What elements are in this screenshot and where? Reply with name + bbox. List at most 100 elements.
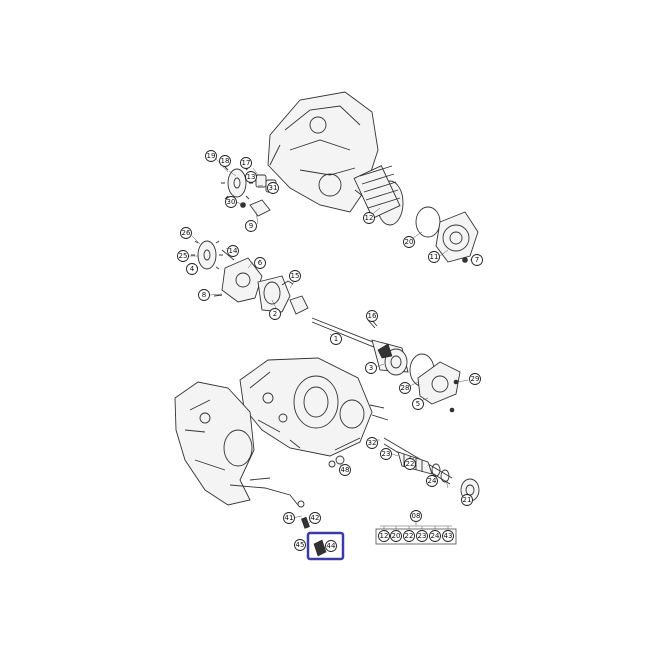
main-crankcase <box>239 357 389 457</box>
callout-32: 32 <box>366 437 378 449</box>
callout-22: 22 <box>404 458 416 470</box>
callout-16: 16 <box>366 310 378 322</box>
callout-48: 48 <box>339 464 351 476</box>
kit-item-23: 23 <box>416 530 428 542</box>
callout-19: 19 <box>205 150 217 162</box>
svg-text:48: 48 <box>341 466 350 474</box>
drain-plug-parts <box>297 455 345 557</box>
callout-6: 6 <box>254 257 266 269</box>
oil-pump-gear <box>191 240 235 270</box>
svg-text:4: 4 <box>190 265 195 273</box>
callout-24: 24 <box>426 475 438 487</box>
callout-8: 8 <box>198 289 210 301</box>
callout-14: 14 <box>227 245 239 257</box>
balancer-shaft <box>311 317 409 376</box>
callout-2: 2 <box>269 308 281 320</box>
svg-text:24: 24 <box>431 532 440 540</box>
svg-text:08: 08 <box>412 512 421 520</box>
svg-text:24: 24 <box>428 477 437 485</box>
clutch-cover-small <box>417 361 461 413</box>
svg-text:26: 26 <box>182 229 191 237</box>
kit-item-24: 24 <box>429 530 441 542</box>
callout-30: 30 <box>225 196 237 208</box>
svg-text:29: 29 <box>471 375 480 383</box>
svg-text:2: 2 <box>273 310 277 318</box>
svg-text:11: 11 <box>430 253 439 261</box>
callout-23: 23 <box>380 448 392 460</box>
oil-filter <box>353 165 404 226</box>
svg-text:7: 7 <box>475 256 479 264</box>
svg-text:44: 44 <box>327 542 336 550</box>
callout-41: 41 <box>283 512 295 524</box>
o-ring-large <box>415 206 441 238</box>
callout-26: 26 <box>180 227 192 239</box>
oil-pump-cover <box>213 257 263 303</box>
svg-text:15: 15 <box>291 272 300 280</box>
svg-text:20: 20 <box>392 532 401 540</box>
callout-18: 18 <box>219 155 231 167</box>
oil-pump-housing <box>257 275 309 315</box>
idler-gear <box>221 166 253 200</box>
callout-11: 11 <box>428 251 440 263</box>
svg-text:31: 31 <box>269 184 278 192</box>
svg-text:17: 17 <box>242 159 251 167</box>
svg-text:23: 23 <box>418 532 427 540</box>
callout-20: 20 <box>403 236 415 248</box>
callout-44: 44 <box>325 540 337 552</box>
svg-text:1: 1 <box>334 335 338 343</box>
svg-text:12: 12 <box>365 214 374 222</box>
kit-item-20: 20 <box>390 530 402 542</box>
svg-text:8: 8 <box>202 291 206 299</box>
svg-text:20: 20 <box>405 238 414 246</box>
svg-text:22: 22 <box>406 460 415 468</box>
callout-12: 12 <box>363 212 375 224</box>
callout-15: 15 <box>289 270 301 282</box>
callout-31: 31 <box>267 182 279 194</box>
callout-29: 29 <box>469 373 481 385</box>
svg-text:5: 5 <box>416 400 420 408</box>
callout-4: 4 <box>186 263 198 275</box>
callout-5: 5 <box>412 398 424 410</box>
kit-item-12: 12 <box>378 530 390 542</box>
callout-08: 08 <box>410 510 422 522</box>
svg-text:45: 45 <box>296 541 305 549</box>
svg-text:41: 41 <box>285 514 294 522</box>
svg-text:6: 6 <box>258 259 263 267</box>
svg-text:9: 9 <box>249 222 253 230</box>
svg-text:32: 32 <box>368 439 377 447</box>
svg-text:18: 18 <box>221 157 230 165</box>
left-crankcase <box>174 381 299 506</box>
kit-item-22: 22 <box>403 530 415 542</box>
callout-28: 28 <box>399 382 411 394</box>
svg-text:12: 12 <box>380 532 389 540</box>
callout-3: 3 <box>365 362 377 374</box>
callout-17: 17 <box>240 157 252 169</box>
svg-text:25: 25 <box>179 252 188 260</box>
kit-item-43: 43 <box>442 530 454 542</box>
callout-7: 7 <box>471 254 483 266</box>
svg-text:13: 13 <box>247 173 256 181</box>
kit-08-group: 08 12 20 22 23 24 43 <box>375 510 457 545</box>
callout-9: 9 <box>245 220 257 232</box>
callout-1: 1 <box>330 333 342 345</box>
svg-text:28: 28 <box>401 384 410 392</box>
svg-text:30: 30 <box>227 198 236 206</box>
callout-21: 21 <box>461 494 473 506</box>
svg-text:3: 3 <box>369 364 373 372</box>
svg-text:19: 19 <box>207 152 216 160</box>
callout-25: 25 <box>177 250 189 262</box>
oil-filter-cover <box>435 211 479 263</box>
callout-13: 13 <box>245 171 257 183</box>
callout-42: 42 <box>309 512 321 524</box>
callout-45: 45 <box>294 539 306 551</box>
svg-text:43: 43 <box>444 532 453 540</box>
svg-text:42: 42 <box>311 514 320 522</box>
svg-text:16: 16 <box>368 312 377 320</box>
shift-shaft <box>383 437 480 502</box>
svg-text:23: 23 <box>382 450 391 458</box>
svg-text:21: 21 <box>463 496 472 504</box>
svg-text:22: 22 <box>405 532 414 540</box>
highlight-box-part-44[interactable] <box>306 531 345 561</box>
svg-text:14: 14 <box>229 247 238 255</box>
